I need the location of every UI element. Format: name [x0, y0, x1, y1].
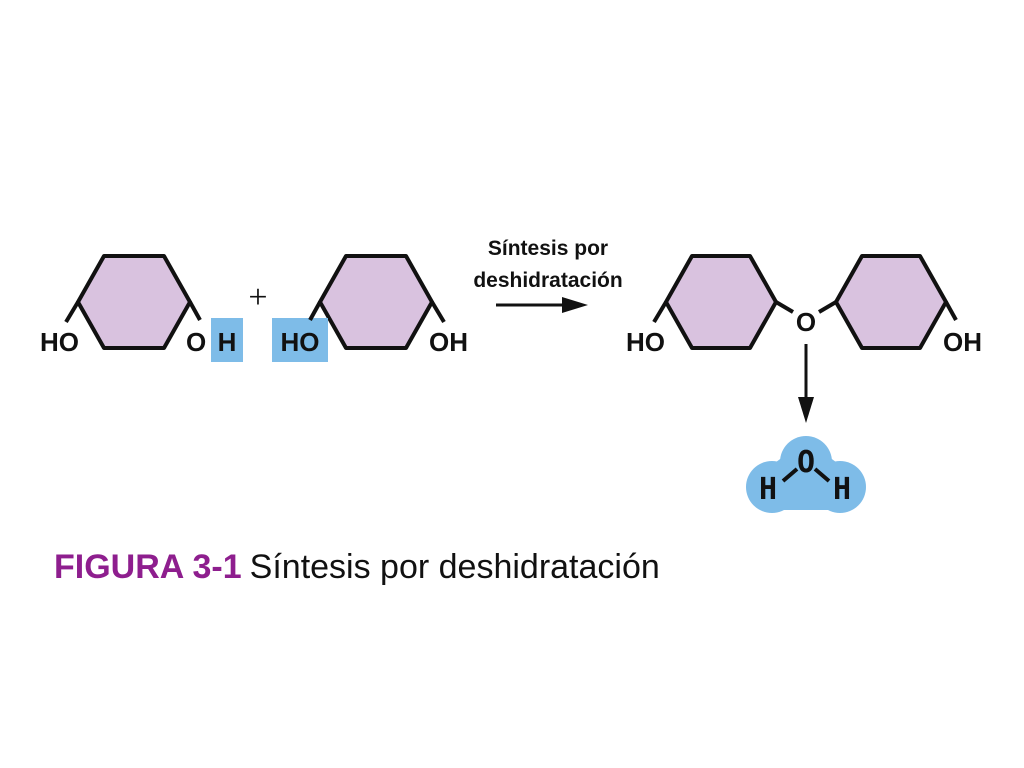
water-blob [746, 436, 866, 513]
figure-title: Síntesis por deshidratación [249, 548, 660, 586]
reactant-2-oh-label: OH [429, 327, 468, 357]
reactant-1-ho-label: HO [40, 327, 79, 357]
water-bond-left [781, 467, 799, 483]
reaction-arrow-head [562, 297, 588, 313]
figure-number: FIGURA 3-1 [54, 548, 242, 586]
reactant-2-ho-label: HO [281, 327, 320, 357]
reactant-1-right-bond [188, 301, 202, 321]
product-ring-left [664, 254, 778, 350]
water-release-arrow [798, 344, 814, 423]
product-bridge-bond-right [817, 300, 838, 314]
reactant-1: HO O H [40, 254, 243, 362]
reactant-1-ring [76, 254, 192, 350]
product-ho-label: HO [626, 327, 665, 357]
reaction-arrow-group: Síntesis por deshidratación [473, 237, 623, 313]
water-molecule: O H H [746, 436, 866, 513]
plus-sign: + [248, 279, 267, 316]
water-arrow-head [798, 397, 814, 423]
product-ring-right [834, 254, 948, 350]
reactant-2-ho-highlight [272, 318, 328, 362]
reactant-1-o-label: O [186, 327, 206, 357]
product-right-bond [944, 301, 958, 321]
product-bridge-o-label: O [796, 307, 816, 337]
product-bridge-bond-left [774, 300, 795, 314]
reactant-2: HO OH [272, 254, 468, 362]
water-h-right-label: H [833, 472, 851, 507]
arrow-label-line-2: deshidratación [473, 269, 622, 292]
water-h-left-label: H [759, 472, 777, 507]
water-bond-right [813, 467, 831, 483]
reactant-1-left-bond [64, 300, 80, 324]
reactant-2-right-bond [430, 300, 446, 324]
reactant-2-ring [318, 254, 434, 350]
water-o-label: O [797, 445, 815, 480]
reactant-2-left-bond [308, 301, 322, 321]
reactant-1-h-highlight [211, 318, 243, 362]
reactant-1-h-label: H [218, 327, 237, 357]
product-oh-label: OH [943, 327, 982, 357]
product: HO O OH [626, 254, 982, 357]
product-left-bond [652, 300, 668, 324]
arrow-label-line-1: Síntesis por [488, 237, 608, 260]
